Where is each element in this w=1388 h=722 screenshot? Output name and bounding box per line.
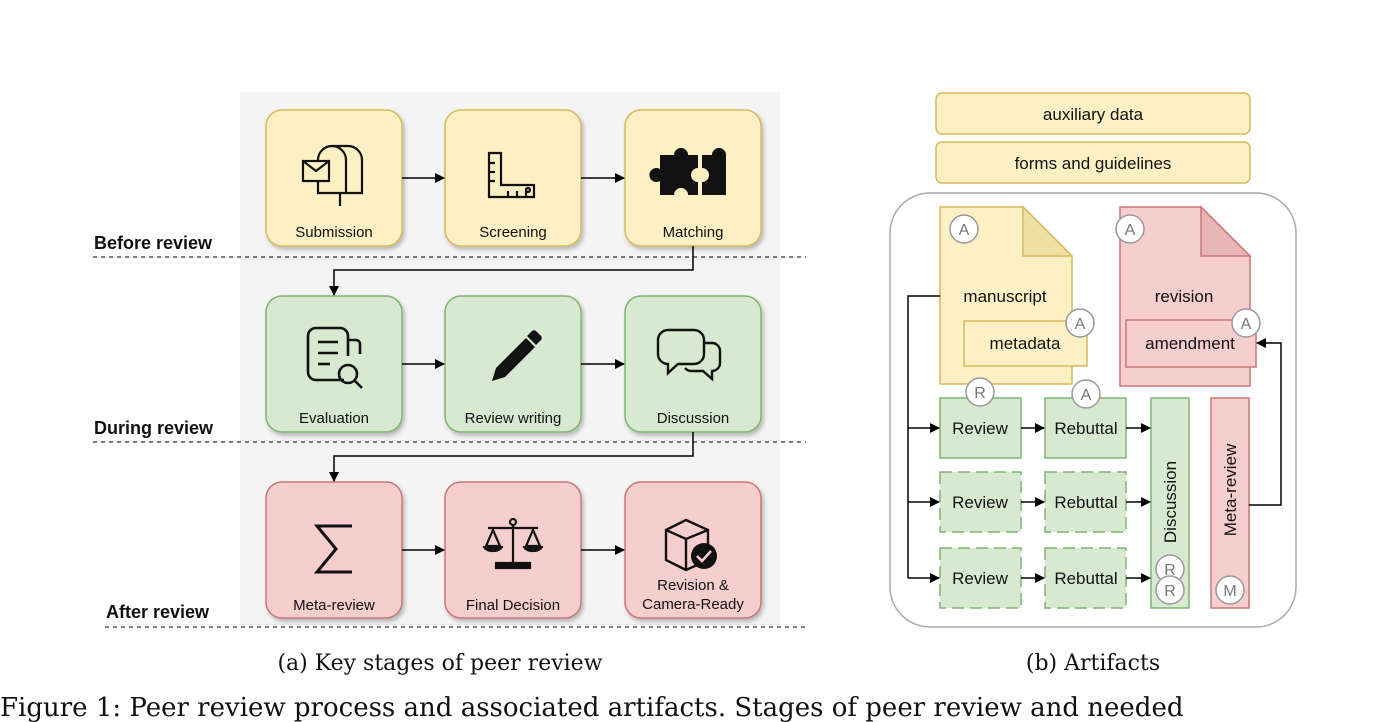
manuscript-label: manuscript <box>963 287 1046 306</box>
phase-label-after: After review <box>106 602 210 622</box>
review-writing-label: Review writing <box>465 410 562 427</box>
svg-text:M: M <box>1223 583 1236 600</box>
review-box-2 <box>939 471 1022 533</box>
review-box-1 <box>939 397 1022 459</box>
chat-bubbles-icon <box>656 328 722 382</box>
discussion-artifact-label: Discussion <box>1161 461 1180 543</box>
package-check-icon <box>664 518 717 572</box>
svg-text:R: R <box>1164 562 1176 579</box>
svg-text:A: A <box>1125 222 1136 239</box>
meta-review-label: Meta-review <box>293 597 375 614</box>
svg-text:A: A <box>1075 316 1086 333</box>
author-badge-manuscript: A <box>949 214 979 244</box>
stages-panel: Before review During review After review <box>93 92 806 676</box>
ruler-icon <box>487 151 536 199</box>
review-label-1: Review <box>952 419 1008 438</box>
auxiliary-data-label: auxiliary data <box>1043 105 1144 124</box>
review-label-2: Review <box>952 493 1008 512</box>
artifact-arrows <box>907 295 1282 583</box>
final-decision-label: Final Decision <box>466 597 560 614</box>
matching-label: Matching <box>663 224 724 241</box>
manuscript-fold <box>1022 205 1074 257</box>
revision-label-line2: Camera-Ready <box>642 596 744 613</box>
amendment-label: amendment <box>1145 334 1235 353</box>
author-badge-amendment: A <box>1231 308 1261 338</box>
artifacts-caption: (b) Artifacts <box>1026 651 1160 676</box>
metadata-label: metadata <box>990 334 1061 353</box>
phase-label-during: During review <box>94 418 214 438</box>
puzzle-icon <box>649 148 726 195</box>
screening-label: Screening <box>479 224 547 241</box>
sigma-icon <box>313 524 352 574</box>
scales-icon <box>482 517 544 570</box>
rebuttal-label-1: Rebuttal <box>1054 419 1117 438</box>
meta-review-artifact-box <box>1210 397 1250 609</box>
document-search-icon <box>306 326 363 389</box>
reviewer-badge-discussion-2: R <box>1155 575 1185 605</box>
review-box-3 <box>939 547 1022 609</box>
forms-guidelines-label: forms and guidelines <box>1015 154 1172 173</box>
svg-text:A: A <box>959 222 970 239</box>
meta-review-artifact-label: Meta-review <box>1221 443 1240 536</box>
svg-text:R: R <box>974 385 986 402</box>
rebuttal-label-2: Rebuttal <box>1054 493 1117 512</box>
rebuttal-box-2 <box>1044 471 1127 533</box>
figure-caption: Figure 1: Peer review process and associ… <box>0 693 1183 722</box>
review-label-3: Review <box>952 569 1008 588</box>
svg-text:A: A <box>1081 387 1092 404</box>
reviewer-badge-review: R <box>965 377 995 407</box>
revision-label: revision <box>1155 287 1214 306</box>
stages-caption: (a) Key stages of peer review <box>277 651 602 676</box>
author-badge-revision: A <box>1115 214 1145 244</box>
stage-arrows <box>329 173 694 555</box>
pencil-icon <box>492 330 542 381</box>
artifacts-panel: auxiliary data forms and guidelines manu… <box>889 92 1297 676</box>
author-badge-metadata: A <box>1065 308 1095 338</box>
revision-fold <box>1200 205 1252 257</box>
evaluation-label: Evaluation <box>299 410 369 427</box>
svg-text:A: A <box>1241 316 1252 333</box>
auxiliary-data-box <box>935 92 1251 135</box>
author-badge-rebuttal: A <box>1071 379 1101 409</box>
submission-label: Submission <box>295 224 373 241</box>
svg-text:R: R <box>1164 583 1176 600</box>
revision-label-line1: Revision & <box>657 577 729 594</box>
forms-guidelines-box <box>935 141 1251 184</box>
rebuttal-label-3: Rebuttal <box>1054 569 1117 588</box>
meta-badge: M <box>1215 575 1245 605</box>
mailbox-icon <box>301 144 364 206</box>
discussion-label: Discussion <box>657 410 730 427</box>
phase-label-before: Before review <box>94 233 213 253</box>
